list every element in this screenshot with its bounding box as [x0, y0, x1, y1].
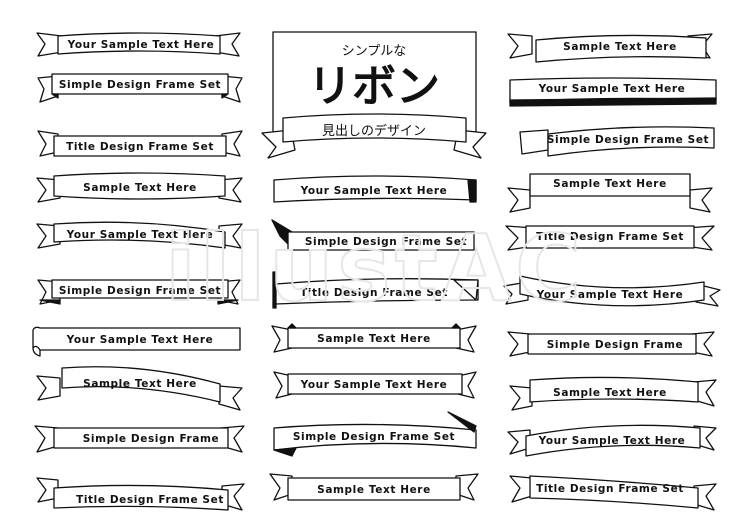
- title-ribbon: 見出しのデザイン: [261, 113, 487, 159]
- ribbon-label: Title Design Frame Set: [66, 141, 214, 153]
- ribbon-col3-1: Your Sample Text Here: [509, 77, 717, 107]
- ribbon-label: Sample Text Here: [317, 484, 431, 496]
- ribbon-label: Simple Design Frame Set: [59, 79, 221, 91]
- ribbon-label: Your Sample Text Here: [538, 435, 686, 447]
- ribbon-label: Your Sample Text Here: [300, 185, 448, 197]
- ribbon-label: Your Sample Text Here: [66, 334, 214, 346]
- ribbon-label: Sample Text Here: [563, 41, 677, 53]
- ribbon-col1-0: Your Sample Text Here: [36, 32, 241, 57]
- ribbon-label: Sample Text Here: [317, 333, 431, 345]
- title-large: リボン: [308, 61, 440, 112]
- ribbon-col3-6: Simple Design Frame: [507, 331, 715, 357]
- ribbon-col1-6: Your Sample Text Here: [32, 326, 241, 357]
- ribbon-col3-2: Simple Design Frame Set: [519, 126, 715, 157]
- ribbon-col2-4: Your Sample Text Here: [273, 371, 477, 399]
- ribbon-col1-5: Simple Design Frame Set: [37, 279, 241, 305]
- title-ribbon-label: 見出しのデザイン: [322, 123, 426, 139]
- ribbon-label: Your Sample Text Here: [67, 39, 215, 51]
- ribbon-label: Simple Design Frame Set: [547, 134, 709, 146]
- ribbon-col1-7: Sample Text Here: [36, 366, 243, 411]
- ribbon-col1-4: Your Sample Text Here: [36, 221, 243, 249]
- ribbon-label: Your Sample Text Here: [538, 83, 686, 95]
- ribbon-col2-0: Your Sample Text Here: [273, 175, 477, 203]
- ribbon-label: Title Design Frame Set: [76, 494, 224, 506]
- ribbon-label: Your Sample Text Here: [66, 229, 214, 241]
- ribbon-col1-8: Simple Design Frame: [34, 425, 245, 453]
- ribbon-label: Your Sample Text Here: [536, 289, 684, 301]
- ribbon-col3-9: Title Design Frame Set: [509, 475, 717, 511]
- ribbon-col1-9: Title Design Frame Set: [36, 477, 245, 511]
- ribbon-col3-7: Sample Text Here: [509, 376, 717, 411]
- ribbon-label: Your Sample Text Here: [300, 379, 448, 391]
- ribbon-label: Sample Text Here: [553, 178, 667, 190]
- ribbon-label: Simple Design Frame Set: [59, 285, 221, 297]
- ribbon-label: Simple Design Frame: [547, 339, 684, 351]
- ribbon-col2-6: Sample Text Here: [269, 473, 479, 501]
- ribbon-label: Simple Design Frame: [83, 433, 220, 445]
- ribbon-label: Simple Design Frame Set: [293, 431, 455, 443]
- ribbon-col1-1: Simple Design Frame Set: [37, 73, 243, 103]
- ribbon-label: Sample Text Here: [553, 387, 667, 399]
- ribbon-col3-4: Title Design Frame Set: [505, 225, 715, 251]
- ribbon-col1-3: Sample Text Here: [36, 172, 243, 203]
- ribbon-col1-2: Title Design Frame Set: [37, 130, 243, 157]
- ribbon-label: Sample Text Here: [83, 182, 197, 194]
- ribbon-col3-0: Sample Text Here: [507, 33, 713, 63]
- ribbon-label: Sample Text Here: [83, 378, 197, 390]
- ribbon-label: Title Design Frame Set: [536, 231, 684, 243]
- ribbon-col2-5: Simple Design Frame Set: [273, 411, 477, 457]
- ribbon-col3-3: Sample Text Here: [507, 173, 713, 213]
- ribbon-col2-1: Simple Design Frame Set: [271, 219, 475, 251]
- ribbon-label: Simple Design Frame Set: [305, 236, 467, 248]
- title-small: シンプルな: [342, 44, 407, 59]
- ribbon-col3-5: Your Sample Text Here: [503, 275, 721, 307]
- ribbon-label: Title Design Frame Set: [300, 287, 448, 299]
- ribbon-col2-2: Title Design Frame Set: [272, 271, 479, 309]
- ribbon-col3-8: Your Sample Text Here: [507, 424, 717, 457]
- ribbon-col2-3: Sample Text Here: [271, 323, 477, 353]
- ribbon-label: Title Design Frame Set: [536, 483, 684, 495]
- title-box: シンプルな リボン 見出しのデザイン: [261, 31, 487, 159]
